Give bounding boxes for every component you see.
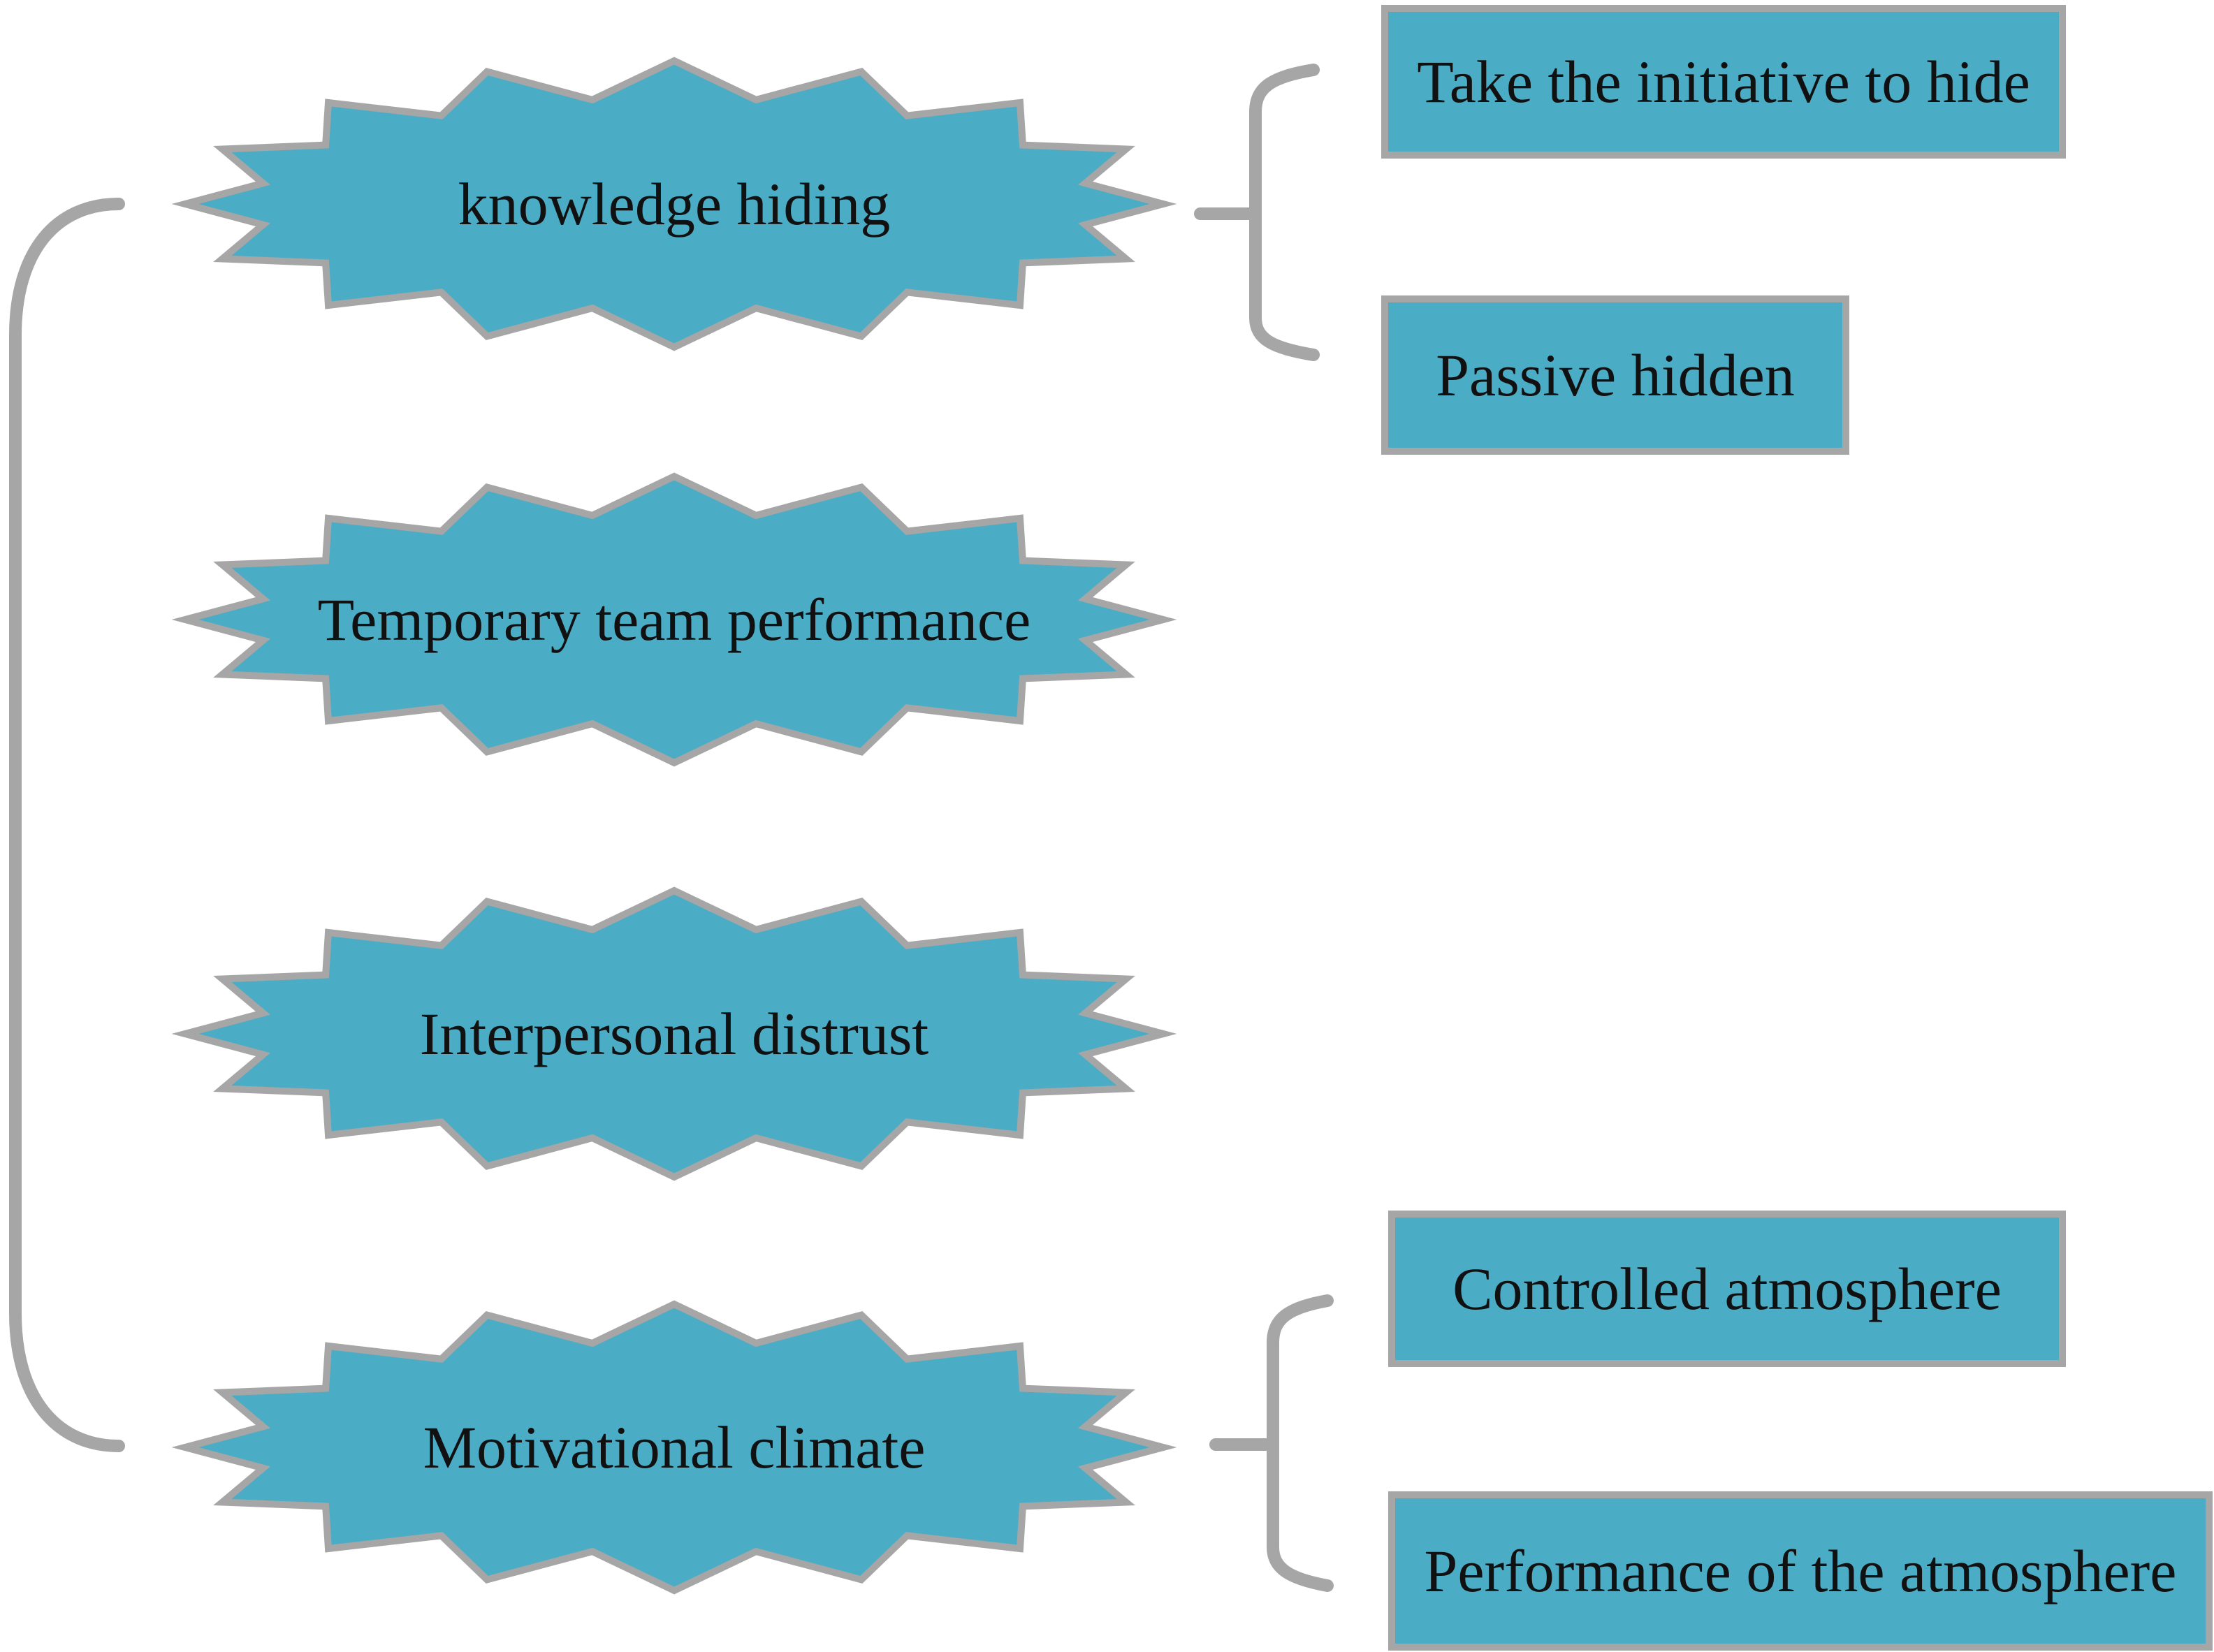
- concept-knowledge-hiding: knowledge hiding: [171, 57, 1177, 351]
- concept-label: Temporary team performance: [318, 586, 1031, 653]
- dimension-passive-hidden: Passive hidden: [1381, 295, 1849, 455]
- concept-label: knowledge hiding: [458, 170, 891, 237]
- dimension-box: [1388, 1491, 2213, 1651]
- dimension-box: [1381, 5, 2066, 159]
- starburst-shape: [171, 1300, 1177, 1595]
- starburst-shape: [171, 57, 1177, 351]
- dimension-controlled-atmosphere: Controlled atmosphere: [1388, 1211, 2066, 1367]
- concept-interpersonal-distrust: Interpersonal distrust: [171, 886, 1177, 1181]
- concept-temporary-team-performance: Temporary team performance: [171, 472, 1177, 767]
- dimension-box: [1381, 295, 1849, 455]
- dimension-box: [1388, 1211, 2066, 1367]
- concept-label: Motivational climate: [423, 1414, 926, 1481]
- brace-motivational-climate: [1267, 1294, 1334, 1592]
- left-bracket: [9, 198, 125, 1452]
- brace-knowledge-hiding: [1249, 64, 1320, 361]
- dimension-performance-of-the-atmosphere: Performance of the atmosphere: [1388, 1491, 2213, 1651]
- concept-motivational-climate: Motivational climate: [171, 1300, 1177, 1595]
- dimension-label: Passive hidden: [1436, 342, 1795, 409]
- dimension-label: Controlled atmosphere: [1452, 1255, 2002, 1322]
- concept-label: Interpersonal distrust: [420, 1000, 929, 1067]
- dimension-take-the-initiative-to-hide: Take the initiative to hide: [1381, 5, 2066, 159]
- dimension-label: Performance of the atmosphere: [1425, 1537, 2177, 1605]
- starburst-shape: [171, 886, 1177, 1181]
- starburst-shape: [171, 472, 1177, 767]
- dimension-label: Take the initiative to hide: [1417, 48, 2030, 115]
